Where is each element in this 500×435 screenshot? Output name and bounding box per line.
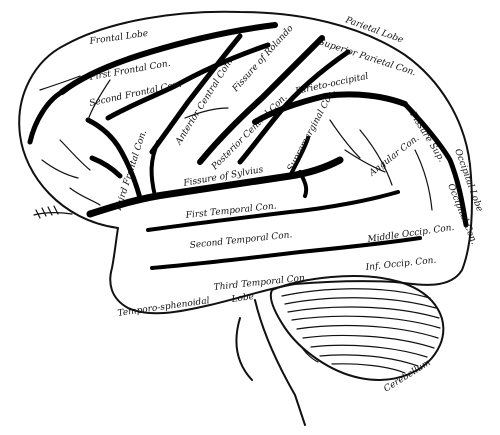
cerebrum-outline: [18, 10, 473, 315]
secondary-sulci: [33, 75, 433, 219]
label-posterior-central-con: Posterior Central Con.: [209, 93, 289, 173]
brain-stem-outline: [235, 299, 306, 426]
label-angular-con: Angular Con.: [367, 133, 422, 179]
fissures: [27, 22, 469, 270]
label-lobe: Lobe: [230, 292, 255, 305]
label-middle-occip-con: Middle Occip. Con.: [366, 223, 455, 245]
label-temporo-sphenoidal: Temporo-sphenoidal: [117, 296, 210, 319]
label-second-temporal-con: Second Temporal Con.: [189, 230, 293, 251]
label-inf-occip-con: Inf. Occip. Con.: [364, 256, 437, 273]
label-first-frontal-con: First Frontal Con.: [88, 59, 172, 83]
label-third-temporal-con: Third Temporal Con.: [213, 273, 308, 293]
label-cerebellum: Cerebellum: [382, 358, 432, 395]
cerebellum-shape: [269, 275, 445, 381]
